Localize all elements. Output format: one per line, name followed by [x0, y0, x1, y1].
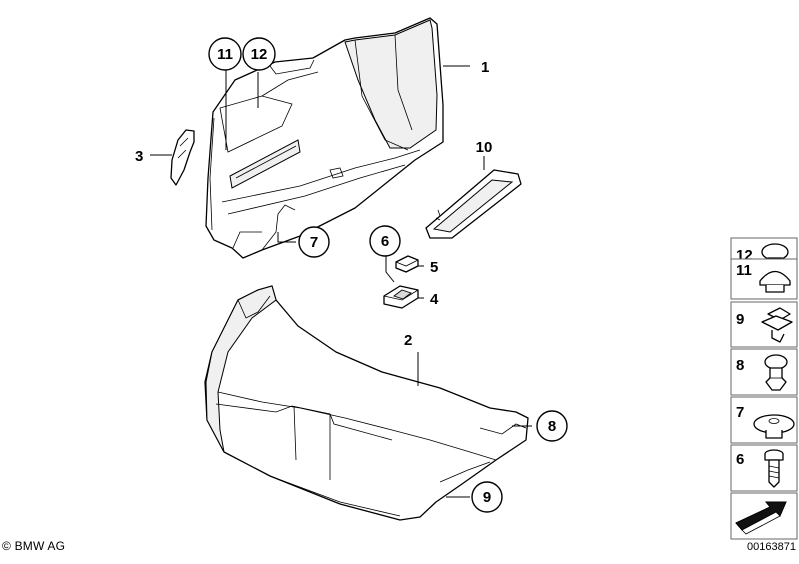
legend-label-9: 9: [736, 311, 744, 328]
callout-1-label: 1: [481, 59, 489, 76]
legend-label-6: 6: [736, 451, 744, 468]
legend-label-8: 8: [736, 357, 744, 374]
callout-11: 11: [208, 37, 242, 71]
small-cap: [395, 255, 419, 273]
callout-1: 1: [481, 59, 489, 76]
callout-7: 7: [298, 226, 330, 258]
callout-2: 2: [404, 332, 412, 349]
fastener-legend: 12 11 9: [730, 237, 798, 540]
callout-7-label: 7: [310, 234, 318, 251]
trunk-floor-panel: [204, 285, 529, 521]
side-trim-panel: [205, 17, 444, 259]
callout-6-label: 6: [381, 233, 389, 250]
diagram-id: 00163871: [747, 541, 796, 553]
callout-11-label: 11: [217, 46, 233, 63]
expanding-rivet-icon: [764, 354, 788, 391]
callout-3: 3: [135, 148, 143, 165]
callout-9-label: 9: [483, 489, 491, 506]
callout-8: 8: [536, 410, 568, 442]
leader-lines: [150, 65, 532, 498]
vent-cover: [425, 169, 522, 239]
clip-nut-icon: [761, 307, 793, 343]
callout-10: 10: [476, 139, 493, 156]
legend-label-11: 11: [736, 262, 752, 279]
callout-4: 4: [430, 291, 439, 308]
callout-12-label: 12: [251, 46, 268, 63]
callout-8-label: 8: [548, 418, 556, 435]
callout-12: 12: [242, 37, 276, 71]
callout-2-label: 2: [404, 332, 412, 349]
body-nut-icon: [753, 414, 795, 439]
screw-icon: [764, 449, 784, 488]
callout-6: 6: [369, 225, 401, 257]
callout-5: 5: [430, 259, 438, 276]
callout-5-label: 5: [430, 259, 438, 276]
callout-9: 9: [471, 481, 503, 513]
cover-clip: [170, 129, 195, 186]
direction-arrow-icon: [735, 501, 787, 535]
cap-plug-icon: [759, 270, 791, 293]
holder-bracket: [383, 285, 419, 309]
callout-4-label: 4: [430, 291, 439, 308]
callout-10-label: 10: [476, 139, 493, 156]
legend-label-7: 7: [736, 404, 744, 421]
copyright-text: © BMW AG: [2, 539, 66, 553]
callout-3-label: 3: [135, 148, 143, 165]
